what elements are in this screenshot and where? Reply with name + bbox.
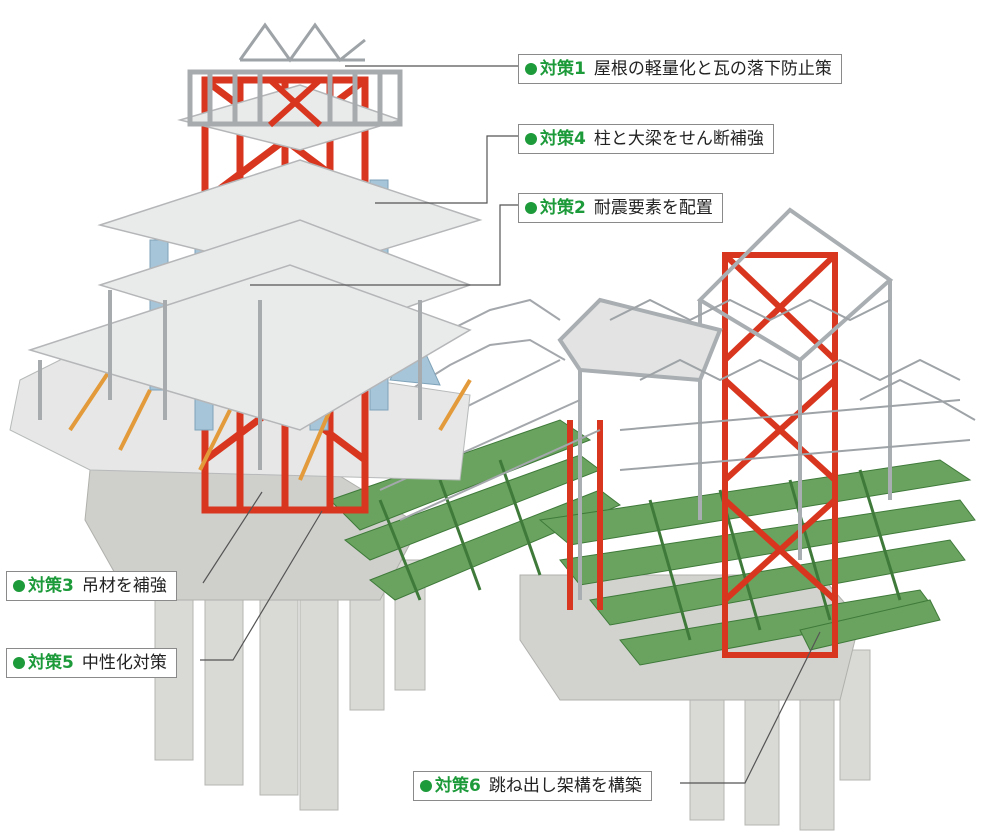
right-roof-trusses [609, 298, 976, 471]
green-dot-icon [525, 63, 537, 75]
green-dot-icon [13, 580, 25, 592]
left-tower-gray-frame [38, 290, 422, 470]
right-tower-red-frame [567, 252, 838, 658]
green-dot-icon [13, 657, 25, 669]
left-tower-orange-braces [68, 368, 472, 481]
green-dot-icon [420, 780, 432, 792]
left-tower-floor-slabs [27, 84, 483, 431]
leader-lines [200, 65, 821, 784]
roof-truss [238, 22, 366, 63]
top-pavilion [187, 22, 403, 128]
green-dot-icon [525, 202, 537, 214]
green-dot-icon [525, 133, 537, 145]
